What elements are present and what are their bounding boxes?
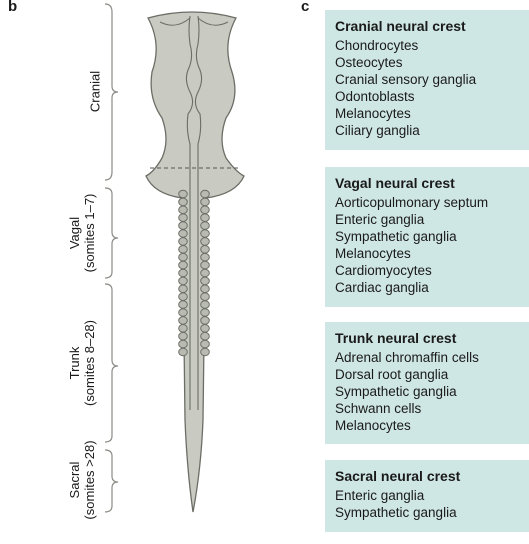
derivative-item: Cranial sensory ganglia [335,72,477,87]
panel-c-label: c [301,0,310,15]
derivative-item: Cardiac ganglia [335,280,429,295]
trunk-region-label: Trunk (somites 8–28) [67,313,97,413]
sacral-region-label: Sacral (somites >28) [67,430,97,530]
derivative-item: Dorsal root ganglia [335,367,449,382]
trunk-label-text: Trunk [67,346,82,380]
somite [178,213,188,222]
somite [178,260,188,270]
somite [200,316,210,325]
vagal-bracket [104,187,119,279]
somite [200,284,210,294]
cranial-bracket [104,3,119,181]
panel-b-label: b [8,0,18,15]
somite [200,276,210,286]
somite [200,268,210,278]
somite [200,205,210,215]
embryo-body [145,11,245,513]
derivative-item: Odontoblasts [335,89,415,104]
derivative-item: Schwann cells [335,401,422,416]
derivative-item: Ciliary ganglia [335,123,420,138]
somite [200,339,210,349]
somite [200,189,210,199]
derivative-item: Aorticopulmonary septum [335,195,489,210]
neural-tube [185,15,203,410]
vagal-crest-box: Vagal neural crest Aorticopulmonary sept… [325,167,529,307]
cranial-label-text: Cranial [87,70,103,113]
cranial-region-label: Cranial [88,47,103,137]
somite [200,324,210,333]
somite [200,197,210,207]
derivative-item: Enteric ganglia [335,212,425,227]
somite [178,284,188,294]
vagal-label-text: Vagal [67,216,82,250]
somite [178,252,188,262]
somite [178,268,188,278]
derivative-item: Melanocytes [335,246,411,261]
somite [178,189,188,199]
derivative-item: Adrenal chromaffin cells [335,350,479,365]
somite [178,221,188,230]
somite [200,229,210,238]
somite [200,213,210,222]
somite [178,308,188,317]
somite [178,276,188,286]
somite [178,292,188,302]
somite [200,292,210,302]
trunk-bracket [104,283,119,443]
somite [178,316,188,325]
somite [178,205,188,215]
sacral-label-text: Sacral [67,461,82,499]
somite [178,324,188,333]
somites [178,189,210,357]
somite [178,197,188,207]
somite [178,245,188,254]
sacral-crest-box: Sacral neural crest Enteric ganglia Symp… [325,460,529,532]
trunk-crest-box: Trunk neural crest Adrenal chromaffin ce… [325,322,529,444]
derivative-item: Sympathetic ganglia [335,384,457,399]
box-title: Vagal neural crest [335,175,455,191]
cranial-crest-box: Cranial neural crest Chondrocytes Osteoc… [325,10,529,150]
somite [178,237,188,246]
somite [178,300,188,309]
embryo-diagram [104,3,245,513]
head-fold-line [159,17,229,26]
derivative-item: Melanocytes [335,106,411,121]
derivative-item: Cardiomyocytes [335,263,432,278]
somite [178,347,188,357]
somite [200,252,210,262]
somite [200,221,210,230]
somite [200,347,210,357]
somite [200,237,210,246]
derivative-item: Osteocytes [335,55,403,70]
somite [200,300,210,309]
vagal-label-subtext: (somites 1–7) [82,193,97,273]
box-title: Sacral neural crest [335,468,461,484]
derivative-item: Chondrocytes [335,38,419,53]
somite [178,339,188,349]
box-title: Trunk neural crest [335,330,457,346]
derivative-item: Melanocytes [335,418,411,433]
somite [200,308,210,317]
vagal-region-label: Vagal (somites 1–7) [67,183,97,283]
region-brackets [104,3,119,513]
sacral-bracket [104,449,119,513]
trunk-label-subtext: (somites 8–28) [82,320,97,406]
derivative-item: Sympathetic ganglia [335,229,457,244]
somite [178,331,188,341]
sacral-label-subtext: (somites >28) [82,440,97,520]
derivative-item: Sympathetic ganglia [335,505,457,520]
somite [200,331,210,341]
derivative-item: Enteric ganglia [335,488,425,503]
somite [200,245,210,254]
somite [178,229,188,238]
somite [200,260,210,270]
box-title: Cranial neural crest [335,18,466,34]
